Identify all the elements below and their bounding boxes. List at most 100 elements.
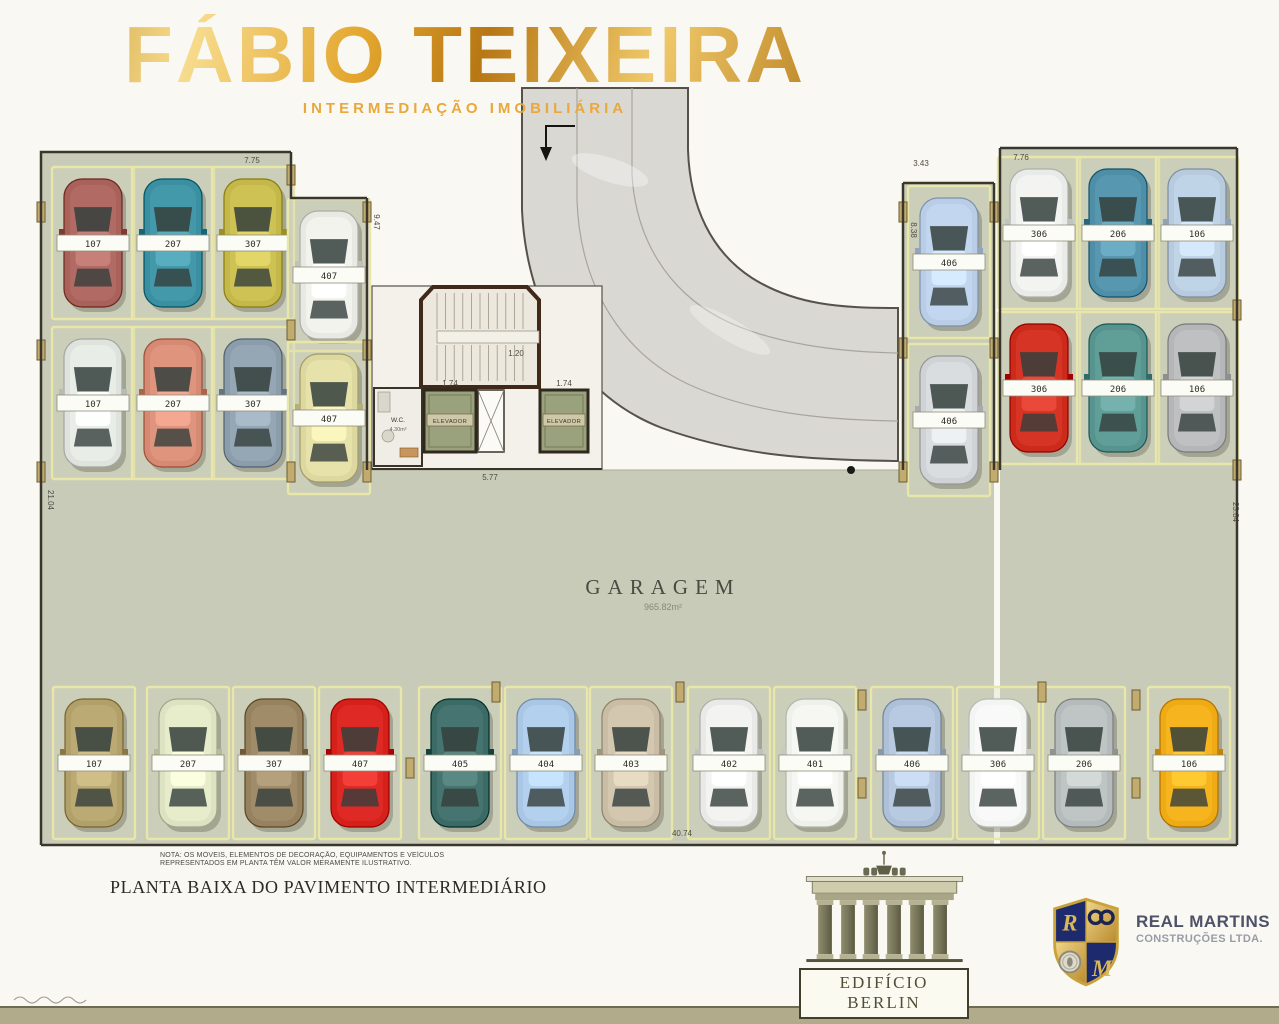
ramp-column-dot: [847, 466, 855, 474]
spot-number: 106: [1189, 385, 1205, 395]
dim-label: 40.74: [672, 829, 693, 838]
elevator-shaft: [477, 389, 505, 453]
spot-number: 402: [721, 760, 737, 770]
spot-number: 107: [85, 400, 101, 410]
spot-number: 401: [807, 760, 823, 770]
spot-number-plate: [912, 253, 986, 271]
spot-number: 307: [245, 400, 261, 410]
plan-title: PLANTA BAIXA DO PAVIMENTO INTERMEDIÁRIO: [110, 877, 547, 897]
artist-signature: [13, 996, 87, 1004]
wc-area: 4.30m²: [389, 427, 406, 433]
spot-number: 406: [941, 417, 957, 427]
spot-number: 306: [1031, 230, 1047, 240]
spot-number: 407: [352, 760, 368, 770]
spot-number-plate: [1160, 379, 1234, 397]
spot-number: 407: [321, 272, 337, 282]
parking-spot-106: 106: [1154, 155, 1240, 311]
spot-number: 107: [86, 760, 102, 770]
brandenburg-gate-icon: [805, 850, 963, 963]
garage-area: 965.82m²: [644, 602, 682, 612]
parking-spot-402: 402: [686, 685, 772, 841]
note-line-2: REPRESENTADOS EM PLANTA TÊM VALOR MERAME…: [160, 858, 412, 867]
spot-number: 405: [452, 760, 468, 770]
crest-monogram-r: R: [1061, 911, 1077, 936]
parking-spot-107: 107: [50, 165, 136, 321]
parking-spot-401: 401: [772, 685, 858, 841]
garage-label: GARAGEM: [585, 575, 740, 599]
wc-room: W.C. 4.30m²: [373, 387, 423, 467]
illustrative-note: NOTA: OS MÓVEIS, ELEMENTOS DE DECORAÇÃO,…: [160, 851, 444, 867]
parking-spot-107: 107: [51, 685, 137, 841]
spot-number-plate: [778, 754, 852, 772]
parking-spot-306: 306: [955, 685, 1041, 841]
parking-spot-307: 307: [231, 685, 317, 841]
pillar: [286, 461, 296, 483]
dim-label: 7.75: [244, 156, 260, 165]
spot-number: 107: [85, 240, 101, 250]
parking-spot-405: 405: [417, 685, 503, 841]
spot-number-plate: [292, 409, 366, 427]
spot-number-plate: [1081, 379, 1155, 397]
spot-number-plate: [1002, 379, 1076, 397]
spot-number-plate: [1047, 754, 1121, 772]
parking-spot-307: 307: [210, 165, 296, 321]
parking-spot-306: 306: [996, 310, 1082, 466]
real-martins-crest-icon: R M: [1053, 897, 1119, 987]
parking-spot-207: 207: [130, 165, 216, 321]
parking-spot-207: 207: [145, 685, 231, 841]
spot-number-plate: [594, 754, 668, 772]
dim-label: 7.76: [1013, 153, 1029, 162]
spot-number: 207: [165, 240, 181, 250]
spot-number-plate: [136, 234, 210, 252]
dim-label: 8.38: [909, 222, 918, 238]
parking-spot-207: 207: [130, 325, 216, 481]
parking-spot-406: 406: [869, 685, 955, 841]
dim-label: 5.77: [482, 473, 498, 482]
pillar: [857, 689, 867, 711]
spot-number-plate: [151, 754, 225, 772]
elevator-right-label: ELEVADOR: [547, 419, 581, 425]
brand-tagline: INTERMEDIAÇÃO IMOBILIÁRIA: [302, 99, 628, 117]
parking-spot-306: 306: [996, 155, 1082, 311]
spot-number-plate: [875, 754, 949, 772]
elevator-right: ELEVADOR: [538, 388, 590, 454]
spot-number-plate: [1152, 754, 1226, 772]
spot-number: 404: [538, 760, 554, 770]
parking-spot-404: 404: [503, 685, 589, 841]
builder-name: REAL MARTINS: [1136, 912, 1271, 931]
wc-label: W.C.: [391, 417, 405, 424]
parking-spot-106: 106: [1146, 685, 1232, 841]
parking-spot-106: 106: [1154, 310, 1240, 466]
spot-number-plate: [323, 754, 397, 772]
spot-number-plate: [292, 266, 366, 284]
spot-number: 206: [1110, 230, 1126, 240]
brand-title: FÁBIO TEIXEIRA: [40, 14, 890, 96]
spot-number: 106: [1189, 230, 1205, 240]
spot-number-plate: [237, 754, 311, 772]
parking-spot-403: 403: [588, 685, 674, 841]
pillar: [675, 681, 685, 703]
pillar: [1131, 777, 1141, 799]
spot-number-plate: [56, 394, 130, 412]
spot-number: 206: [1076, 760, 1092, 770]
dim-label: 1.74: [556, 379, 572, 388]
pillar: [1037, 681, 1047, 703]
spot-number: 406: [941, 259, 957, 269]
spot-number-plate: [1081, 224, 1155, 242]
spot-number: 207: [165, 400, 181, 410]
spot-number-plate: [692, 754, 766, 772]
brand-header: FÁBIO TEIXEIRA INTERMEDIAÇÃO IMOBILIÁRIA: [40, 14, 890, 117]
spot-number: 206: [1110, 385, 1126, 395]
parking-spot-406: 406: [906, 184, 992, 340]
spot-number-plate: [57, 754, 131, 772]
parking-spot-407: 407: [286, 197, 372, 353]
spot-number: 403: [623, 760, 639, 770]
parking-spot-206: 206: [1075, 310, 1161, 466]
parking-spot-307: 307: [210, 325, 296, 481]
spot-number-plate: [912, 411, 986, 429]
builder-logo: R M REAL MARTINS CONSTRUÇÕES LTDA.: [1048, 896, 1270, 988]
dim-label: 23.84: [1231, 502, 1240, 523]
parking-spot-206: 206: [1075, 155, 1161, 311]
spot-number-plate: [509, 754, 583, 772]
parking-spot-206: 206: [1041, 685, 1127, 841]
